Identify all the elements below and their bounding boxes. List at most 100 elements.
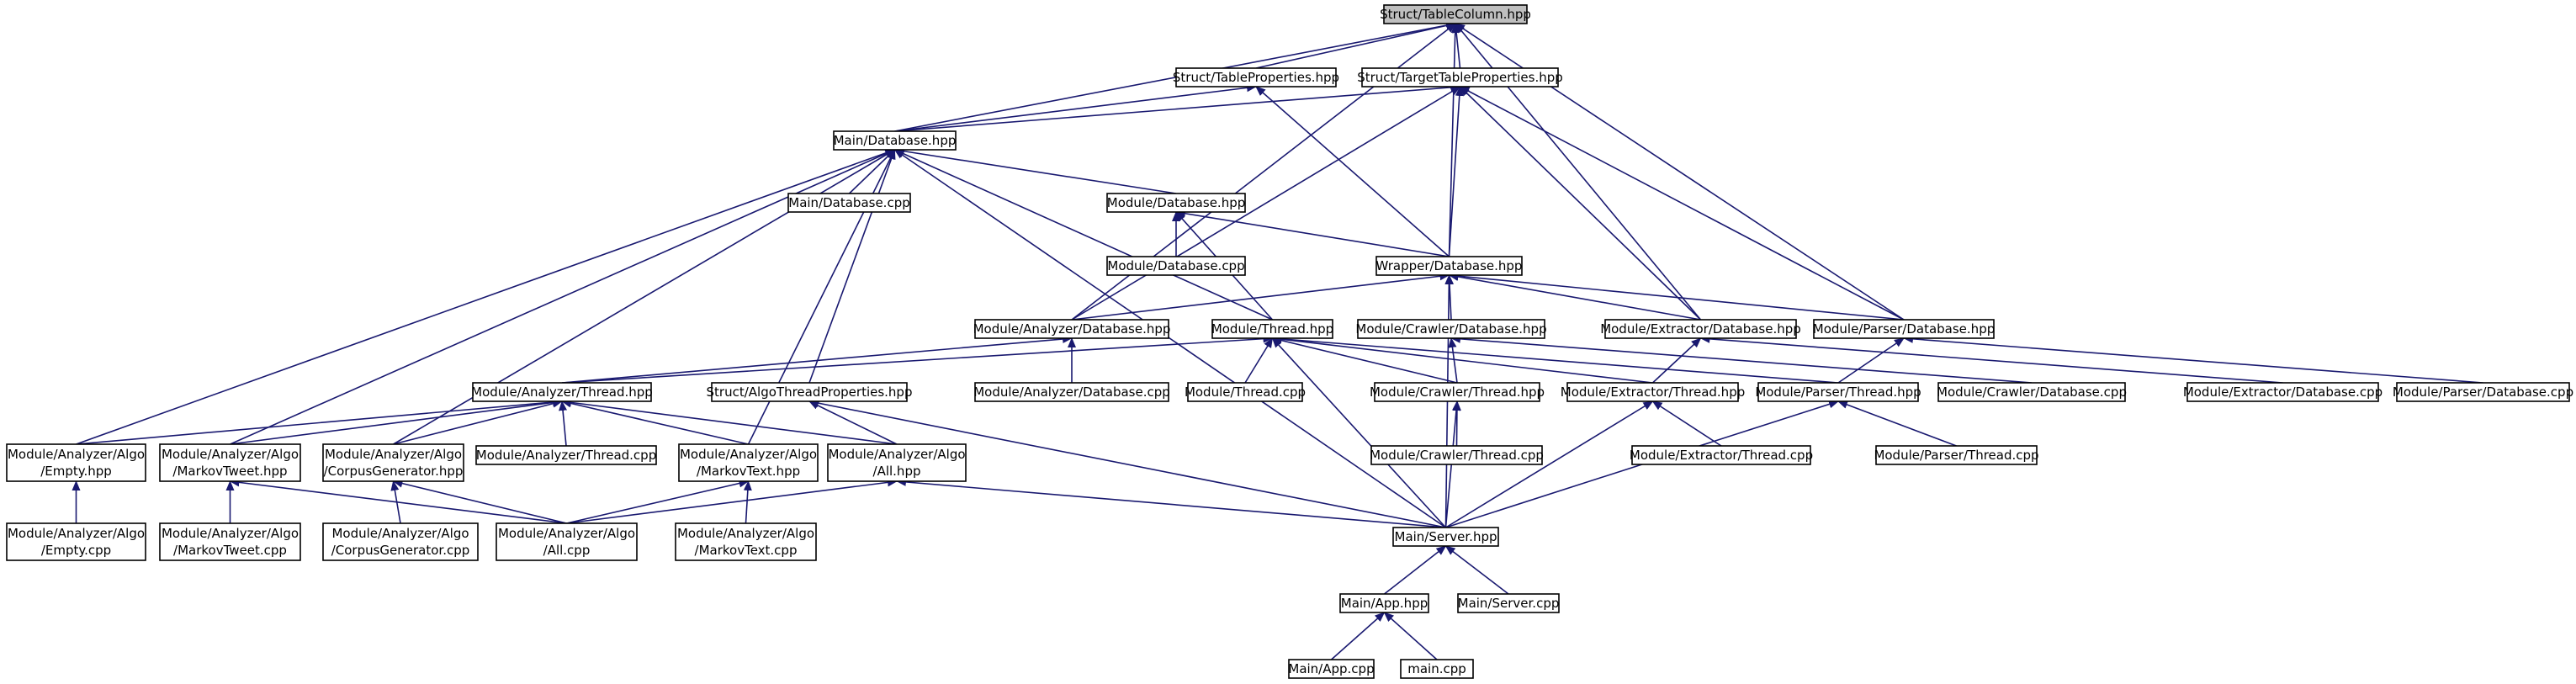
node-analyzer-db-hpp[interactable]: Module/Analyzer/Database.hpp: [973, 319, 1171, 339]
node-parser-thread-cpp[interactable]: Module/Parser/Thread.cpp: [1874, 445, 2039, 465]
node-label: Module/Analyzer/Algo: [828, 447, 965, 462]
node-analyzer-db-cpp[interactable]: Module/Analyzer/Database.cpp: [973, 382, 1170, 402]
node-crawler-db-cpp[interactable]: Module/Crawler/Database.cpp: [1937, 382, 2127, 402]
node-box: [787, 193, 911, 213]
edge-algo_empty_hpp-to-analyzer_thread_hpp: [76, 397, 563, 445]
edge-line: [1448, 23, 1460, 257]
edge-algo_markovtext_hpp-to-analyzer_thread_hpp: [561, 399, 749, 445]
node-box: [827, 443, 967, 482]
node-box: [1566, 382, 1739, 402]
node-algo-markovtext-hpp[interactable]: Module/Analyzer/Algo/MarkovText.hpp: [678, 443, 819, 482]
edge-extractor_thread_hpp-to-thread_hpp: [1271, 335, 1653, 384]
node-label: Module/Crawler/Database.hpp: [1355, 321, 1546, 337]
node-extractor-db-cpp[interactable]: Module/Extractor/Database.cpp: [2183, 382, 2383, 402]
node-box: [1757, 382, 1919, 402]
node-label: /All.cpp: [543, 543, 591, 558]
node-box: [1400, 659, 1474, 679]
node-label: Struct/AlgoThreadProperties.hpp: [707, 384, 913, 400]
node-box: [678, 443, 819, 482]
node-box: [1361, 67, 1559, 87]
edge-parser_thread_cpp-to-parser_thread_hpp: [1837, 400, 1957, 447]
edge-parser_db_hpp-to-target_table_props: [1459, 86, 1905, 321]
node-label: /Empty.cpp: [41, 543, 111, 558]
edge-line: [893, 149, 1273, 321]
node-algo-markovtweet-hpp[interactable]: Module/Analyzer/Algo/MarkovTweet.hpp: [159, 443, 301, 482]
node-analyzer-thread-hpp[interactable]: Module/Analyzer/Thread.hpp: [471, 382, 653, 402]
node-parser-thread-hpp[interactable]: Module/Parser/Thread.hpp: [1755, 382, 1921, 402]
node-label: Module/Database.hpp: [1107, 195, 1246, 210]
node-algo-thread-props[interactable]: Struct/AlgoThreadProperties.hpp: [707, 382, 913, 402]
node-app-hpp[interactable]: Main/App.hpp: [1339, 593, 1429, 613]
node-mod-db-cpp[interactable]: Module/Database.cpp: [1106, 256, 1246, 276]
node-parser-db-hpp[interactable]: Module/Parser/Database.hpp: [1813, 319, 1995, 339]
edge-algo_all_cpp-to-algo_all_hpp: [566, 478, 898, 524]
edge-algo_all_hpp-to-algo_thread_props: [808, 400, 898, 445]
edge-line: [894, 21, 1456, 132]
node-algo-markovtweet-cpp[interactable]: Module/Analyzer/Algo/MarkovTweet.cpp: [159, 522, 301, 561]
node-algo-all-cpp[interactable]: Module/Analyzer/Algo/All.cpp: [496, 522, 638, 561]
node-table-column[interactable]: Struct/TableColumn.hpp: [1380, 4, 1531, 24]
edge-server_hpp-to-extractor_thread_hpp: [1445, 400, 1654, 528]
node-server-cpp[interactable]: Main/Server.cpp: [1457, 593, 1560, 613]
node-thread-hpp[interactable]: Module/Thread.hpp: [1211, 319, 1333, 339]
node-box: [1457, 593, 1560, 613]
node-label: /MarkovText.cpp: [695, 543, 798, 558]
edge-line: [893, 146, 1177, 194]
node-wrapper-db-hpp[interactable]: Wrapper/Database.hpp: [1375, 256, 1523, 276]
edge-line: [1175, 209, 1450, 257]
edge-parser_db_cpp-to-parser_db_hpp: [1903, 334, 2483, 384]
node-thread-cpp[interactable]: Module/Thread.cpp: [1185, 382, 1306, 402]
node-extractor-thread-cpp[interactable]: Module/Extractor/Thread.cpp: [1630, 445, 1813, 465]
node-label: Main/Database.hpp: [834, 133, 957, 148]
node-label: /MarkovTweet.hpp: [172, 464, 287, 479]
node-crawler-db-hpp[interactable]: Module/Crawler/Database.hpp: [1355, 319, 1547, 339]
node-table-props[interactable]: Struct/TableProperties.hpp: [1173, 67, 1339, 87]
edge-line: [559, 400, 568, 447]
edge-mod_db_hpp-to-main_db_hpp: [893, 146, 1177, 194]
node-label: main.cpp: [1407, 661, 1466, 676]
node-mod-db-hpp[interactable]: Module/Database.hpp: [1106, 193, 1246, 213]
node-label: Module/Parser/Database.cpp: [2393, 384, 2573, 400]
edge-line: [1448, 337, 1458, 384]
edge-line: [229, 478, 567, 524]
node-server-hpp[interactable]: Main/Server.hpp: [1392, 527, 1499, 547]
node-label: Module/Analyzer/Algo: [162, 447, 299, 462]
node-analyzer-thread-cpp[interactable]: Module/Analyzer/Thread.cpp: [475, 445, 657, 465]
node-algo-corpusgen-cpp[interactable]: Module/Analyzer/Algo/CorpusGenerator.cpp: [322, 522, 479, 561]
node-algo-all-hpp[interactable]: Module/Analyzer/Algo/All.hpp: [827, 443, 967, 482]
node-main-cpp[interactable]: main.cpp: [1400, 659, 1474, 679]
node-target-table-props[interactable]: Struct/TargetTableProperties.hpp: [1357, 67, 1563, 87]
edge-analyzer_db_hpp-to-target_table_props: [1071, 86, 1461, 321]
edge-line: [566, 479, 750, 524]
edge-server_hpp-to-algo_thread_props: [808, 399, 1446, 528]
node-label: Module/Parser/Thread.cpp: [1874, 448, 2038, 463]
node-extractor-db-hpp[interactable]: Module/Extractor/Database.hpp: [1600, 319, 1801, 339]
node-main-db-cpp[interactable]: Main/Database.cpp: [787, 193, 911, 213]
edge-app_hpp-to-server_hpp: [1384, 545, 1447, 595]
node-app-cpp[interactable]: Main/App.cpp: [1288, 659, 1375, 679]
edge-line: [1448, 272, 1701, 321]
node-algo-empty-cpp[interactable]: Module/Analyzer/Algo/Empty.cpp: [6, 522, 146, 561]
node-crawler-thread-cpp[interactable]: Module/Crawler/Thread.cpp: [1370, 445, 1544, 465]
node-parser-db-cpp[interactable]: Module/Parser/Database.cpp: [2393, 382, 2573, 402]
node-extractor-thread-hpp[interactable]: Module/Extractor/Thread.hpp: [1561, 382, 1746, 402]
node-label: Module/Analyzer/Algo: [498, 526, 635, 541]
edge-line: [561, 334, 1073, 384]
node-box: [159, 443, 301, 482]
node-main-db-hpp[interactable]: Main/Database.hpp: [833, 130, 957, 151]
edge-main_db_hpp-to-table_props: [894, 83, 1257, 132]
edge-main_db_hpp-to-target_table_props: [894, 82, 1461, 132]
node-label: Module/Extractor/Database.hpp: [1600, 321, 1801, 337]
node-algo-corpusgen-hpp[interactable]: Module/Analyzer/Algo/CorpusGenerator.hpp: [322, 443, 464, 482]
edge-line: [1837, 337, 1905, 384]
node-algo-empty-hpp[interactable]: Module/Analyzer/Algo/Empty.hpp: [6, 443, 146, 482]
node-crawler-thread-hpp[interactable]: Module/Crawler/Thread.hpp: [1370, 382, 1545, 402]
node-algo-markovtext-cpp[interactable]: Module/Analyzer/Algo/MarkovText.cpp: [675, 522, 817, 561]
node-label: Wrapper/Database.hpp: [1376, 258, 1523, 273]
edge-line: [1699, 334, 2283, 384]
node-label: Module/Thread.hpp: [1211, 321, 1333, 337]
edge-algo_empty_hpp-to-main_db_hpp: [76, 149, 896, 445]
node-box: [2186, 382, 2379, 402]
node-label: Module/Analyzer/Thread.cpp: [476, 448, 656, 463]
edge-line: [896, 477, 1446, 528]
